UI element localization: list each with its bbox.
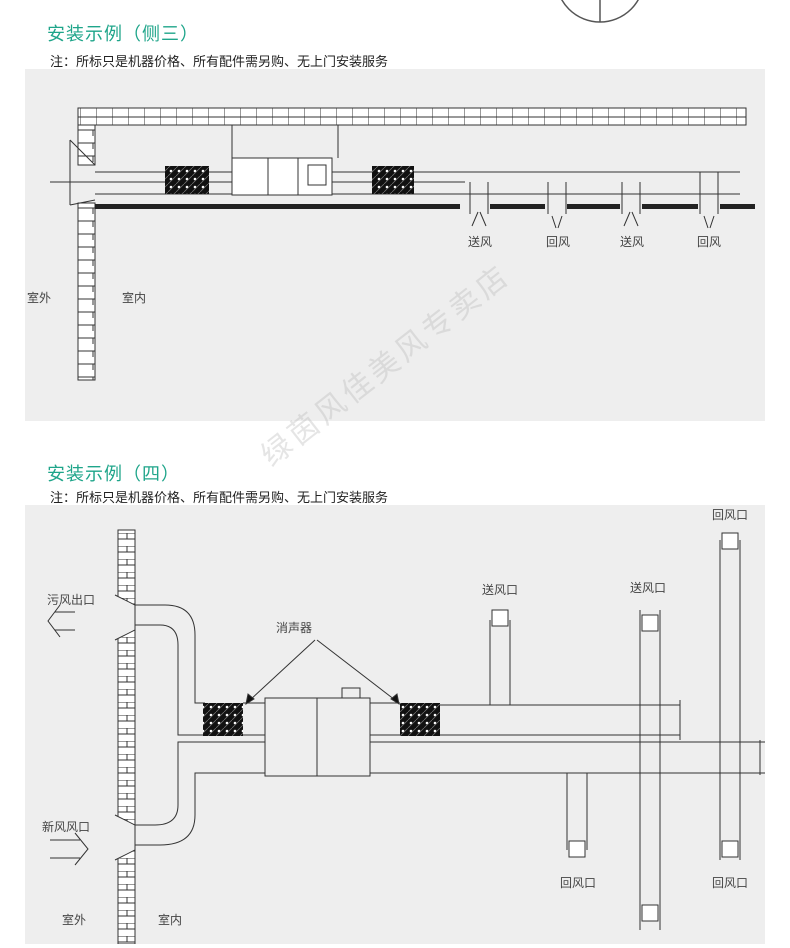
- label-fresh-inlet: 新风风口: [42, 819, 90, 834]
- branch-ducts: [469, 172, 719, 229]
- silencer-1: [203, 703, 243, 736]
- label-outdoor: 室外: [62, 912, 86, 927]
- silencer-pointer: [245, 639, 400, 706]
- label-return-2: 回风: [697, 235, 721, 249]
- diagram-side-three: 送风 回风 送风 回风 室外 室内: [25, 69, 765, 421]
- label-supply-2: 送风: [620, 234, 644, 249]
- label-silencer: 消声器: [276, 621, 312, 635]
- label-exhaust-outlet: 污风出口: [47, 593, 95, 607]
- silencer-1: [165, 166, 209, 194]
- label-supply-1: 送风: [468, 234, 492, 249]
- ceiling-brick: [77, 107, 747, 126]
- section3-title: 安装示例（侧三）: [47, 24, 199, 45]
- duct-network: [114, 540, 770, 930]
- label-supply-vent-1: 送风口: [482, 582, 518, 597]
- slab-line: [95, 204, 460, 209]
- partial-circle-graphic: [561, 0, 639, 23]
- label-indoor: 室内: [122, 290, 146, 305]
- silencer-2: [400, 703, 440, 736]
- airflow-arrows: [47, 604, 89, 866]
- outer-wall: [117, 529, 136, 945]
- ventilation-unit: [231, 157, 333, 196]
- label-return-1: 回风: [546, 235, 570, 249]
- section4-note: 注：所标只是机器价格、所有配件需另购、无上门安装服务: [50, 491, 389, 506]
- label-return-vent-top: 回风口: [712, 508, 748, 522]
- section3-note: 注：所标只是机器价格、所有配件需另购、无上门安装服务: [50, 55, 389, 70]
- silencer-2: [372, 166, 414, 194]
- outer-wall: [69, 124, 96, 381]
- label-return-vent-right: 回风口: [712, 876, 748, 890]
- label-outdoor: 室外: [27, 290, 51, 305]
- label-supply-vent-2: 送风口: [630, 580, 666, 595]
- vents: [491, 532, 739, 922]
- label-return-vent-mid: 回风口: [560, 876, 596, 890]
- ventilation-unit: [264, 687, 371, 777]
- label-indoor: 室内: [158, 912, 182, 927]
- section4-title: 安装示例（四）: [47, 464, 180, 485]
- diagram-four: 污风出口 新风风口 消声器 送风口 送风口 回风口 回风口 回风口 室外 室内: [25, 505, 770, 945]
